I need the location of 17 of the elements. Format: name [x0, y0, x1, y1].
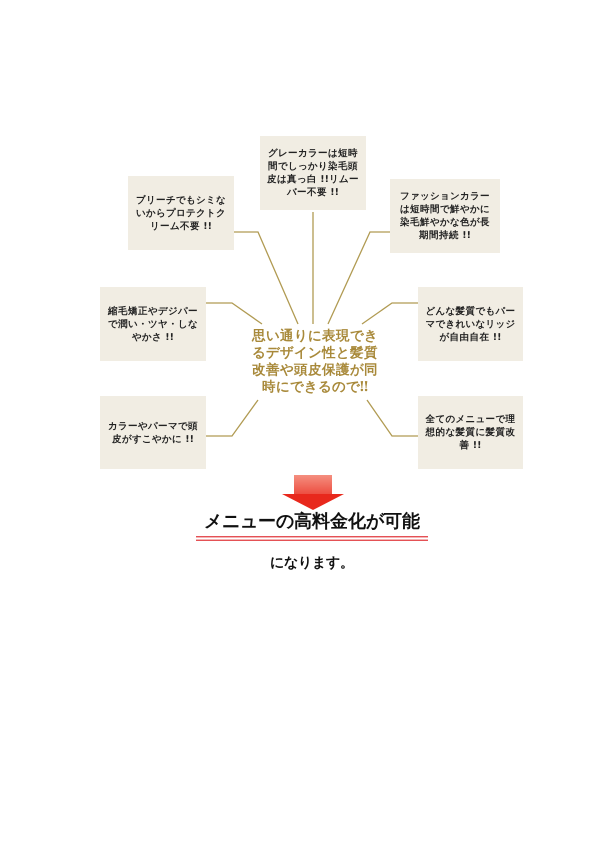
- text-box: ブリーチでもシミないからプロテクトクリーム不要 !!: [128, 176, 234, 250]
- connector-line: [327, 231, 390, 324]
- result-text: になります。: [269, 554, 355, 572]
- result-heading: メニューの高料金化が可能: [203, 510, 421, 534]
- connector-line: [366, 400, 418, 437]
- text-box: どんな髪質でもパーマできれいなリッジが自由自在 !!: [418, 287, 523, 361]
- connector-line: [312, 212, 314, 324]
- connector-line: [206, 400, 259, 437]
- connector-line: [206, 302, 262, 325]
- text-box: グレーカラーは短時間でしっかり染毛頭皮は真っ白 !!リムーバー不要 !!: [260, 136, 366, 210]
- text-box: カラーやパーマで頭皮がすこやかに !!: [100, 396, 206, 469]
- text-box: 全てのメニューで理想的な髪質に髪質改善 !!: [418, 396, 523, 469]
- text-box: 縮毛矯正やデジパーで潤い・ツヤ・しなやかさ !!: [100, 287, 206, 361]
- text-box: ファッションカラーは短時間で鮮やかに染毛鮮やかな色が長期間持続 !!: [390, 179, 500, 253]
- connector-line: [234, 231, 299, 324]
- center-text: 思い通りに表現できるデザイン性と髪質改善や頭皮保護が同時にできるので‼: [250, 328, 379, 396]
- connector-line: [362, 302, 418, 325]
